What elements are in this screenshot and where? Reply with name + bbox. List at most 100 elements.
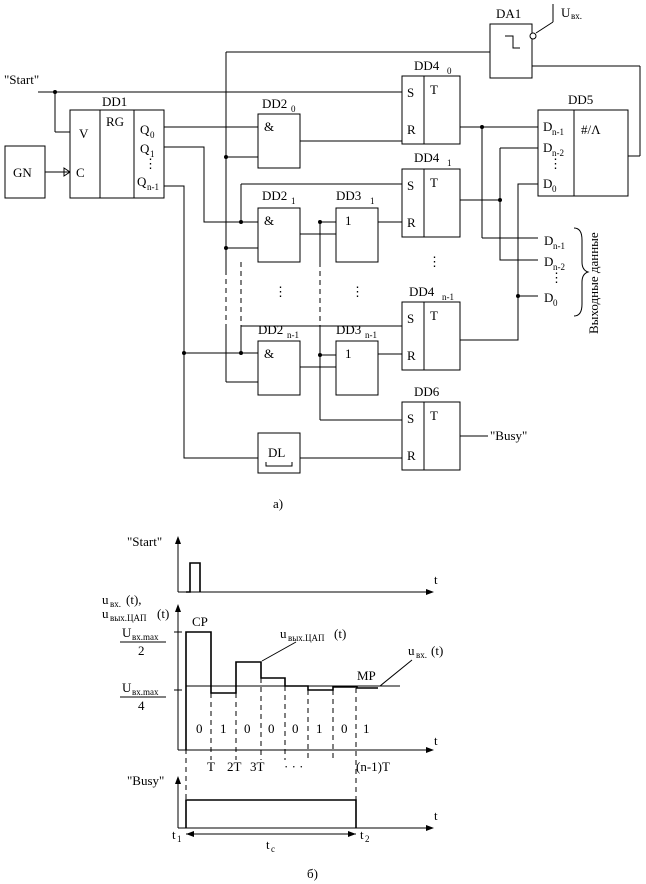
svg-text:t: t <box>434 808 438 823</box>
svg-text:⋮: ⋮ <box>274 284 287 299</box>
svg-text:t: t <box>434 572 438 587</box>
svg-text:D: D <box>544 290 553 305</box>
svg-text:CP: CP <box>192 614 208 629</box>
svg-text:Q: Q <box>140 141 150 156</box>
output-data-label: Выходные данные <box>586 232 601 334</box>
svg-text:S: S <box>407 411 414 426</box>
svg-text:S: S <box>407 85 414 100</box>
gn-block <box>4 145 46 199</box>
svg-text:R: R <box>407 348 416 363</box>
svg-text:DD6: DD6 <box>414 384 440 399</box>
svg-text:1: 1 <box>150 149 155 159</box>
svg-text:1: 1 <box>363 721 370 736</box>
dd2-1-and-gate <box>257 207 301 263</box>
svg-text:DD5: DD5 <box>568 92 593 107</box>
svg-text:n-1: n-1 <box>552 127 564 137</box>
busy-label: "Busy" <box>490 428 527 443</box>
svg-text:&: & <box>264 213 274 228</box>
svg-text:0: 0 <box>447 66 452 76</box>
svg-text:1: 1 <box>316 721 323 736</box>
start-signal-label: "Start" <box>127 534 162 549</box>
start-label: "Start" <box>4 72 39 87</box>
svg-text:t: t <box>434 733 438 748</box>
svg-text:1: 1 <box>370 196 375 206</box>
svg-text:R: R <box>407 215 416 230</box>
svg-text:DL: DL <box>268 445 285 460</box>
dd6-trigger <box>401 401 461 471</box>
svg-text:Q: Q <box>137 174 147 189</box>
svg-text:DD4: DD4 <box>414 58 440 73</box>
svg-text:1: 1 <box>345 346 352 361</box>
svg-text:вх.: вх. <box>110 599 121 609</box>
svg-text:0: 0 <box>552 184 557 194</box>
dd5-dac <box>537 109 629 197</box>
svg-text:0: 0 <box>196 721 203 736</box>
svg-text:0: 0 <box>244 721 251 736</box>
clock-input-icon <box>63 167 71 177</box>
svg-text:вых.ЦАП: вых.ЦАП <box>110 613 147 623</box>
svg-text:1: 1 <box>345 213 352 228</box>
circuit-diagram: GN DD1 V C RG Q 0 Q 1 ⋮ Q n-1 "Start" DA… <box>4 4 641 511</box>
svg-text:(n-1)T: (n-1)T <box>356 759 390 774</box>
dd3-n-1-inverter <box>335 340 379 396</box>
svg-text:V: V <box>79 126 89 141</box>
hysteresis-icon <box>505 35 520 49</box>
svg-text:1: 1 <box>447 158 452 168</box>
input-voltage-label: U <box>561 5 571 20</box>
dd4-0-trigger <box>401 75 461 145</box>
busy-signal-label: "Busy" <box>127 773 164 788</box>
gn-label: GN <box>13 165 32 180</box>
svg-text:DD4: DD4 <box>414 150 440 165</box>
svg-text:⋮: ⋮ <box>428 254 441 269</box>
svg-text:DD3: DD3 <box>336 188 361 203</box>
svg-text:(t),: (t), <box>126 592 142 607</box>
dd1-register <box>69 109 165 199</box>
svg-text:0: 0 <box>150 130 155 140</box>
svg-text:n-1: n-1 <box>147 182 159 192</box>
svg-text:вх.max: вх.max <box>132 632 159 642</box>
svg-text:U: U <box>122 680 132 695</box>
svg-text:u: u <box>102 606 109 621</box>
svg-text:0: 0 <box>291 104 296 114</box>
caption-a: а) <box>273 496 283 511</box>
svg-text:t: t <box>266 837 270 852</box>
dd4-n-1-trigger <box>401 301 461 371</box>
svg-text:t: t <box>172 827 176 842</box>
caption-b: б) <box>307 866 318 881</box>
svg-text:D: D <box>543 140 552 155</box>
da1-label: DA1 <box>496 6 521 21</box>
delay-icon <box>265 462 293 467</box>
svg-text:⋮: ⋮ <box>549 156 562 171</box>
svg-text:⋮: ⋮ <box>351 284 364 299</box>
svg-text:DD2: DD2 <box>262 188 287 203</box>
svg-text:S: S <box>407 311 414 326</box>
svg-text:2T: 2T <box>227 759 242 774</box>
svg-text:u: u <box>102 592 109 607</box>
svg-text:0: 0 <box>292 721 299 736</box>
svg-text:n-2: n-2 <box>553 262 565 272</box>
svg-text:R: R <box>407 448 416 463</box>
svg-text:⋮: ⋮ <box>144 156 157 171</box>
svg-text:u: u <box>408 643 415 658</box>
svg-text:3T: 3T <box>250 759 265 774</box>
svg-text:n-1: n-1 <box>442 292 454 302</box>
svg-text:0: 0 <box>341 721 348 736</box>
svg-text:D: D <box>543 119 552 134</box>
svg-text:4: 4 <box>138 698 145 713</box>
svg-text:t: t <box>360 827 364 842</box>
svg-text:DD2: DD2 <box>258 322 283 337</box>
svg-text:1: 1 <box>220 721 227 736</box>
svg-text:(t): (t) <box>431 643 443 658</box>
svg-text:T: T <box>430 82 438 97</box>
svg-text:MP: MP <box>357 668 376 683</box>
svg-text:⋮: ⋮ <box>550 270 563 285</box>
svg-text:c: c <box>271 844 275 854</box>
svg-text:T: T <box>430 175 438 190</box>
svg-text:RG: RG <box>106 114 124 129</box>
svg-text:T: T <box>430 408 438 423</box>
svg-text:&: & <box>264 346 274 361</box>
svg-text:0: 0 <box>553 298 558 308</box>
svg-text:DD3: DD3 <box>336 322 361 337</box>
svg-text:(t): (t) <box>334 626 346 641</box>
